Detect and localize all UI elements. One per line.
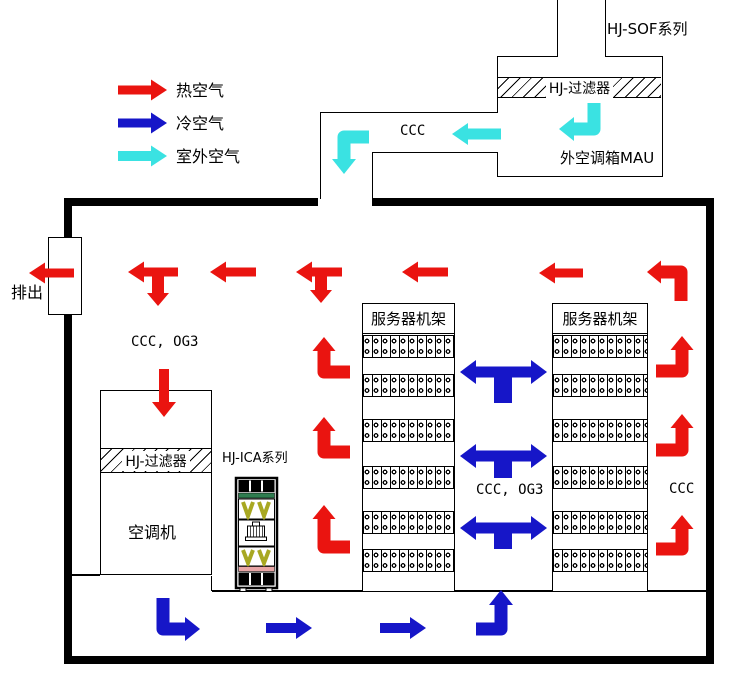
duct-ccc-label: CCC (400, 123, 426, 139)
ceiling-hot-branch-1 (147, 275, 169, 306)
rooftop-duct-right-line (605, 0, 606, 57)
crac-name-label: 空调机 (128, 523, 177, 542)
server-rack-right: 服务器机架 (552, 303, 648, 592)
ica-unit-graphic (234, 476, 279, 592)
crac-box (100, 390, 212, 575)
server-shelf (363, 374, 454, 397)
cold-aisle-tee-1 (460, 360, 547, 403)
legend-cold-air-label: 冷空气 (176, 114, 225, 133)
crac-filter-label: HJ-过滤器 (122, 450, 190, 471)
mau-top-opening (558, 55, 605, 58)
exhaust-arrow (29, 262, 74, 284)
legend-hot-air-label: 热空气 (176, 81, 225, 100)
rooftop-duct-left-line (557, 0, 558, 57)
server-shelf (363, 466, 454, 489)
hot-riser-right-2 (656, 414, 694, 457)
underfloor-cold-arrow-2 (380, 617, 426, 639)
rack-right-header: 服务器机架 (553, 304, 647, 334)
legend-hot-air-arrow (118, 79, 167, 101)
hot-riser-left-2 (312, 417, 350, 459)
server-shelf (553, 335, 647, 358)
legend-outside-air-arrow (118, 145, 167, 167)
cold-aisle-tee-3 (460, 516, 547, 549)
duct-right-line (372, 152, 373, 199)
cold-aisle-tee-2 (460, 444, 547, 478)
mau-name-label: 外空调箱MAU (560, 149, 655, 167)
right-zone-code-label: CCC (669, 481, 695, 497)
hot-riser-left-3 (312, 505, 350, 554)
mau-intake-elbow-arrow (559, 103, 601, 141)
duct-bottom-line (372, 152, 498, 153)
duct-outside-air-arrow (452, 123, 501, 145)
server-shelf (553, 549, 647, 572)
raised-floor-line (212, 590, 706, 592)
rack-left-header: 服务器机架 (363, 304, 454, 334)
mau-filter-label: HJ-过滤器 (545, 77, 614, 98)
server-shelf (553, 466, 647, 489)
ceiling-hot-branch-2 (310, 275, 332, 303)
duct-left-line (320, 112, 321, 199)
server-shelf (363, 511, 454, 534)
corner-hot-elbow-arrow (647, 260, 688, 301)
crac-return-arrow (152, 369, 176, 417)
hot-riser-left-1 (312, 337, 350, 379)
exhaust-label: 排出 (11, 283, 44, 302)
room-wall-top-left (64, 198, 318, 206)
cold-aisle-code-label: CCC, OG3 (476, 482, 544, 498)
ceiling-hot-arrow-4 (402, 261, 448, 283)
duct-top-line (320, 112, 498, 113)
server-shelf (553, 511, 647, 534)
underfloor-cold-elbow-1 (156, 598, 200, 641)
room-wall-bottom (64, 656, 714, 664)
server-shelf (553, 419, 647, 442)
mau-box (497, 56, 663, 177)
underfloor-cold-elbow-2 (476, 590, 513, 636)
crac-filter-strip: HJ-过滤器 (101, 448, 211, 473)
ica-series-label: HJ-ICA系列 (222, 451, 288, 466)
server-shelf (363, 549, 454, 572)
room-wall-left (64, 198, 72, 664)
ceiling-hot-arrow-3 (296, 261, 342, 283)
server-rack-left: 服务器机架 (362, 303, 455, 592)
server-shelf (363, 419, 454, 442)
room-wall-top-right (372, 198, 714, 206)
server-shelf (553, 374, 647, 397)
underfloor-cold-arrow-1 (266, 617, 312, 639)
hot-riser-right-3 (656, 515, 694, 556)
server-shelf (363, 335, 454, 358)
duct-inlet-elbow-arrow (332, 130, 369, 174)
hot-riser-right-1 (656, 336, 694, 378)
hj-sof-series-label: HJ-SOF系列 (607, 20, 688, 38)
ceiling-hot-arrow-5 (539, 262, 583, 284)
room-wall-right (706, 198, 714, 664)
ceiling-hot-arrow-1 (128, 261, 178, 283)
left-zone-code-label: CCC, OG3 (131, 334, 199, 350)
crac-floor-connector (211, 576, 212, 591)
mau-filter-strip: HJ-过滤器 (498, 77, 661, 98)
legend-cold-air-arrow (118, 112, 167, 134)
ceiling-hot-arrow-2 (210, 261, 256, 283)
legend-outside-air-label: 室外空气 (176, 147, 241, 166)
crac-wall-line (72, 574, 100, 576)
